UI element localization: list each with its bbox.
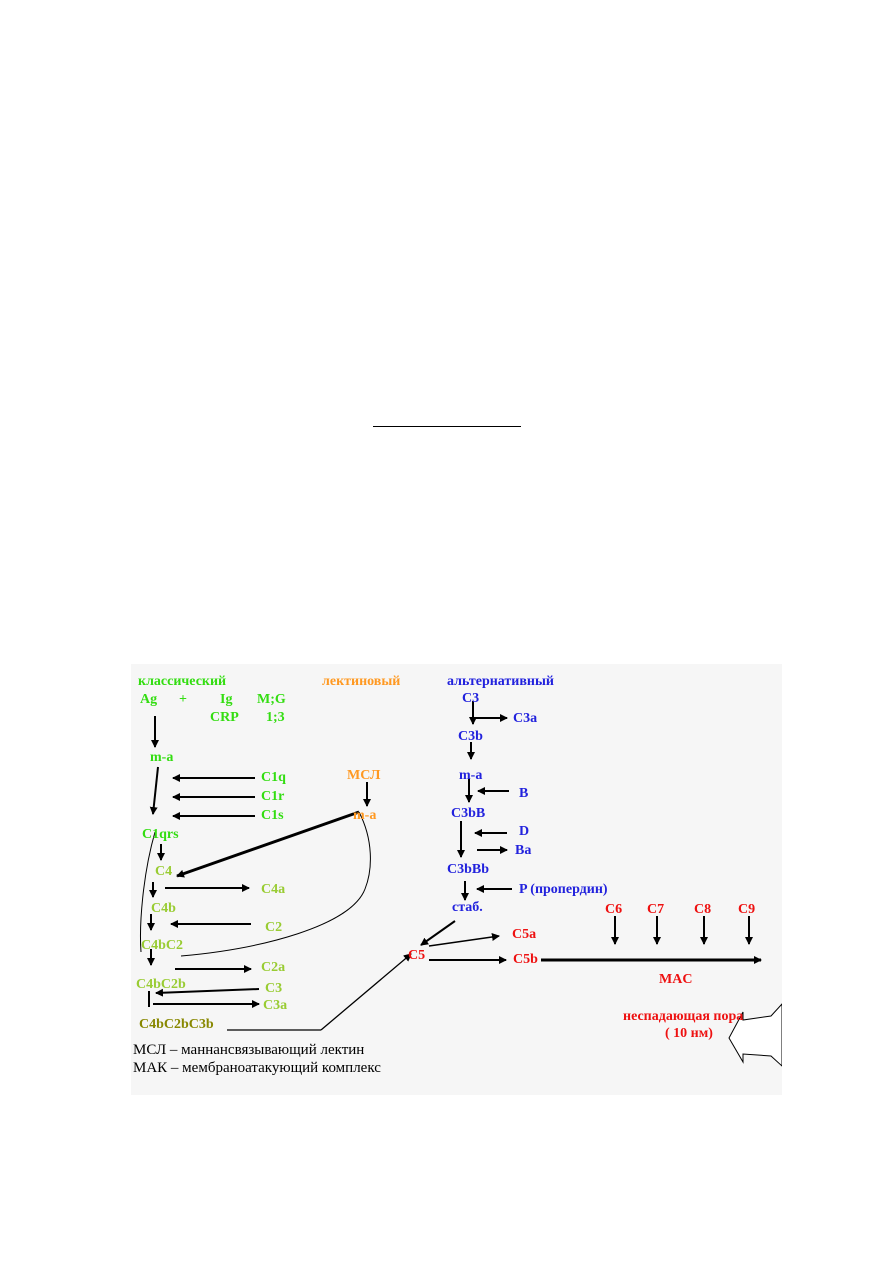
arrow-stab-c5 xyxy=(420,920,456,946)
horizontal-rule xyxy=(373,426,521,427)
connector-c1qrs-c4bc2 xyxy=(140,831,156,953)
label-c3bb: C3bB xyxy=(451,806,486,821)
connector-lectin-c4bc2 xyxy=(180,811,371,957)
label-d: D xyxy=(519,824,530,839)
label-alt-c3: C3 xyxy=(462,691,480,706)
legend-mak: МАК – мембраноатакующий комплекс xyxy=(133,1060,381,1076)
label-alt-c3b: C3b xyxy=(458,729,483,744)
label-c1r: C1r xyxy=(261,789,285,804)
arrow-c3-in xyxy=(155,988,260,997)
label-c4b: C4b xyxy=(151,901,176,916)
label-classical-ma: m-a xyxy=(150,750,174,765)
label-c4bc2: C4bC2 xyxy=(141,938,184,953)
label-crp: CRP xyxy=(210,710,239,725)
label-alt-c3a: C3a xyxy=(513,711,538,726)
label-c4bc2b: C4bC2b xyxy=(136,977,186,992)
label-lectin-ma: m-a xyxy=(353,808,377,823)
label-ig: Ig xyxy=(220,692,233,707)
arrow-lectin-c4 xyxy=(176,810,360,878)
label-classical-c3a: C3a xyxy=(263,998,288,1013)
label-c1q: C1q xyxy=(261,770,286,785)
label-properdin: P (пропердин) xyxy=(519,882,608,897)
label-alt-ma: m-a xyxy=(459,768,483,783)
label-pore-size: ( 10 нм) xyxy=(665,1026,713,1041)
label-c4a: C4a xyxy=(261,882,286,897)
label-c8: C8 xyxy=(694,902,712,917)
arrow-c5a xyxy=(428,933,500,947)
arrow-ma-c1qrs xyxy=(149,766,159,815)
label-c3bbb: C3bBb xyxy=(447,862,490,877)
label-mac: MAC xyxy=(659,972,693,987)
label-c5b: C5b xyxy=(513,952,538,967)
label-pore: неспадающая пора xyxy=(623,1009,744,1024)
header-classical: классический xyxy=(138,674,227,689)
pore-arrow-icon xyxy=(728,1003,782,1067)
header-alternative: альтернативный xyxy=(447,674,554,689)
label-b: B xyxy=(519,786,529,801)
label-c4: C4 xyxy=(155,864,173,879)
label-msl: МСЛ xyxy=(347,768,381,783)
label-c7: C7 xyxy=(647,902,665,917)
arrow-c3b-to-c5 xyxy=(320,953,412,1031)
complement-diagram: классический лектиновый альтернативный A… xyxy=(131,664,782,1095)
label-ag: Ag xyxy=(140,692,158,707)
label-c1s: C1s xyxy=(261,808,284,823)
label-ratio: 1;3 xyxy=(266,710,285,725)
label-c2a: C2a xyxy=(261,960,286,975)
label-mg: M;G xyxy=(257,692,286,707)
diagram-arrows xyxy=(140,701,782,1067)
legend-msl: МСЛ – маннансвязывающий лектин xyxy=(133,1042,365,1058)
label-c9: C9 xyxy=(738,902,756,917)
label-ba: Ba xyxy=(515,843,532,858)
label-plus: + xyxy=(179,692,187,707)
label-stab: стаб. xyxy=(452,900,483,915)
label-classical-c3: C3 xyxy=(265,981,283,996)
label-c2: C2 xyxy=(265,920,283,935)
label-c6: C6 xyxy=(605,902,623,917)
label-c5a: C5a xyxy=(512,927,537,942)
label-c1qrs: C1qrs xyxy=(142,827,179,842)
label-c4bc2bc3b: C4bC2bC3b xyxy=(139,1017,214,1032)
header-lectin: лектиновый xyxy=(322,674,401,689)
label-c5: C5 xyxy=(408,948,426,963)
